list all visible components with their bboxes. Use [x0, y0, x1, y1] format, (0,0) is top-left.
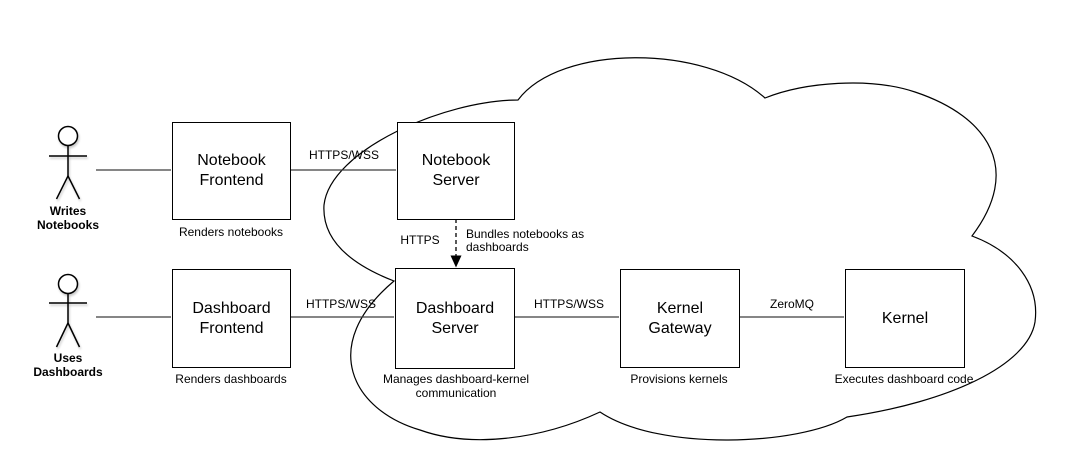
- node-label-line1: Dashboard: [415, 299, 495, 317]
- actor-leg-right: [67, 322, 81, 348]
- node-kernel: Kernel: [845, 269, 965, 368]
- node-label: Kernel Gateway: [648, 299, 711, 339]
- node-dashboard-server: Dashboard Server: [395, 268, 515, 369]
- actor-label-line1: Uses: [53, 351, 83, 365]
- actor-label-uses-dashboards: Uses Dashboards: [18, 351, 118, 379]
- node-label-line2: Frontend: [199, 319, 264, 337]
- edge-label-https-wss-top: HTTPS/WSS: [308, 148, 379, 162]
- actor-head: [57, 273, 79, 295]
- node-label-line2: Server: [432, 172, 480, 189]
- actor-label-line1: Writes: [49, 204, 87, 218]
- actor-head: [57, 125, 79, 147]
- caption-executes-dashboard-code: Executes dashboard code: [834, 372, 974, 386]
- caption-manages-dashboard-kernel: Manages dashboard-kernel communication: [382, 372, 530, 400]
- node-label-line1: Dashboard: [192, 299, 271, 317]
- node-label-line2: Gateway: [648, 319, 712, 337]
- node-label: Notebook Frontend: [197, 151, 266, 191]
- actor-label-line2: Dashboards: [33, 365, 103, 379]
- actor-label-line2: Notebooks: [36, 218, 99, 232]
- node-notebook-frontend: Notebook Frontend: [172, 122, 291, 220]
- edge-label-https-wss-left: HTTPS/WSS: [305, 297, 376, 311]
- node-label-line1: Notebook: [421, 152, 491, 169]
- actor-uses-dashboards-figure: [49, 273, 87, 348]
- node-label-line2: Frontend: [199, 172, 264, 189]
- node-label-line2: Server: [431, 319, 479, 337]
- caption-renders-dashboards: Renders dashboards: [175, 372, 287, 386]
- edge-label-zeromq: ZeroMQ: [769, 297, 814, 311]
- node-label-line1: Kernel: [656, 299, 704, 317]
- node-label-line1: Kernel: [881, 309, 929, 327]
- node-notebook-server: Notebook Server: [397, 122, 515, 220]
- actor-leg-left: [55, 175, 69, 200]
- arrowhead-down-icon: [450, 255, 462, 268]
- node-label: Dashboard Frontend: [192, 299, 270, 339]
- edge-label-https-wss-middle: HTTPS/WSS: [533, 297, 604, 311]
- actor-leg-left: [55, 322, 69, 348]
- actor-writes-notebooks-figure: [49, 125, 87, 200]
- edge-label-bundles-note: Bundles notebooks as dashboards: [466, 227, 585, 254]
- node-label: Kernel: [882, 309, 928, 329]
- caption-provisions-kernels: Provisions kernels: [630, 372, 728, 386]
- node-label: Dashboard Server: [416, 299, 494, 339]
- actor-label-writes-notebooks: Writes Notebooks: [18, 204, 118, 232]
- node-kernel-gateway: Kernel Gateway: [620, 269, 740, 368]
- node-label-line1: Notebook: [197, 152, 266, 169]
- actor-leg-right: [67, 175, 81, 200]
- node-label: Notebook Server: [422, 151, 491, 191]
- node-dashboard-frontend: Dashboard Frontend: [172, 269, 291, 368]
- edge-label-https: HTTPS: [400, 233, 440, 247]
- caption-renders-notebooks: Renders notebooks: [178, 225, 284, 239]
